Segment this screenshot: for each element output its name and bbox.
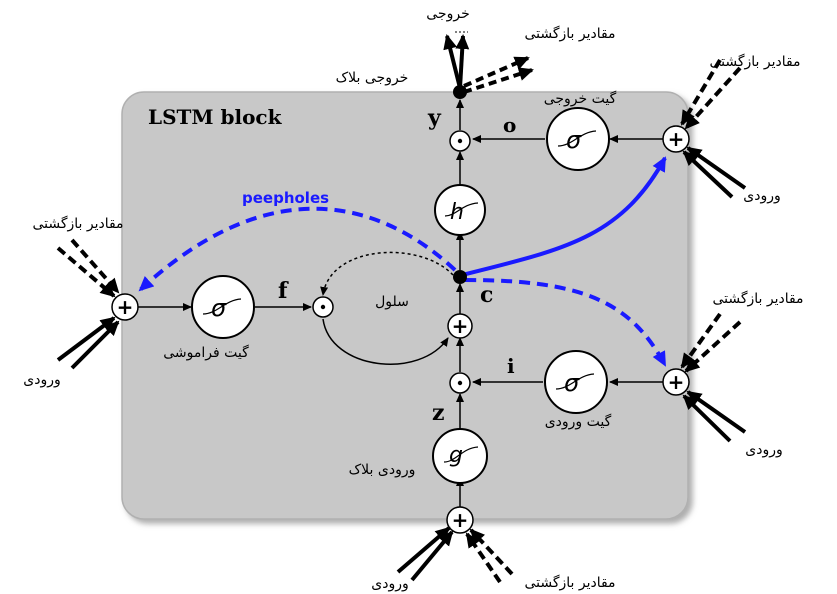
h-symbol: h bbox=[450, 200, 464, 225]
recurrent-left-label: مقادیر بازگشتی bbox=[32, 215, 123, 232]
input-bottom-label: ورودی bbox=[371, 576, 408, 592]
peepholes-label: peepholes bbox=[242, 189, 329, 207]
input-multiply-node bbox=[449, 372, 471, 394]
input-right-mid-label: ورودی bbox=[745, 442, 782, 458]
cell-loop-upper bbox=[320, 251, 454, 296]
recurrent-top-label: مقادیر بازگشتی bbox=[524, 25, 615, 42]
i-label: i bbox=[507, 354, 515, 378]
cell-sum-node: + bbox=[447, 313, 473, 339]
input-gate-label: گیت ورودی bbox=[545, 413, 612, 430]
output-gate-sum-node: + bbox=[662, 125, 690, 153]
recurrent-right-mid-label: مقادیر بازگشتی bbox=[712, 290, 803, 307]
output-gate-node: σ bbox=[546, 107, 610, 171]
cell-state-junction bbox=[453, 270, 467, 284]
block-input-label: ورودی بلاک bbox=[349, 462, 416, 478]
z-label: z bbox=[432, 400, 445, 426]
input-gate-node: σ bbox=[544, 350, 608, 414]
f-label: f bbox=[278, 278, 289, 304]
output-gate-inputs bbox=[680, 58, 747, 199]
forget-gate-sum-node: + bbox=[111, 293, 139, 321]
block-input-sum-node: + bbox=[446, 506, 474, 534]
forget-gate-node: σ bbox=[191, 275, 255, 339]
output-gate-label: گیت خروجی bbox=[544, 90, 617, 107]
g-symbol: g bbox=[449, 443, 463, 468]
o-label: o bbox=[503, 113, 516, 137]
input-left-label: ورودی bbox=[23, 372, 60, 388]
forget-multiply-node bbox=[312, 296, 334, 318]
svg-text:+: + bbox=[452, 508, 469, 532]
output-arrows bbox=[443, 31, 534, 94]
svg-text:+: + bbox=[668, 127, 685, 151]
input-gate-inputs bbox=[680, 312, 747, 443]
svg-text:+: + bbox=[117, 295, 134, 319]
input-right-top-label: ورودی bbox=[743, 188, 780, 204]
y-label: y bbox=[427, 105, 442, 131]
forget-gate-inputs bbox=[56, 238, 120, 370]
recurrent-right-top-label: مقادیر بازگشتی bbox=[709, 53, 800, 70]
output-activation-node: h bbox=[434, 184, 486, 236]
cell-loop-lower bbox=[322, 318, 449, 365]
c-label: c bbox=[480, 282, 493, 308]
svg-text:+: + bbox=[668, 370, 685, 394]
forget-gate-label: گیت فراموشی bbox=[163, 344, 249, 361]
peephole-to-forget-gate bbox=[138, 206, 457, 292]
block-title: LSTM block bbox=[148, 105, 283, 129]
peephole-to-output-gate bbox=[461, 156, 667, 277]
peephole-to-input-gate bbox=[464, 278, 667, 367]
block-input-node: g bbox=[432, 428, 488, 484]
recurrent-bottom-label: مقادیر بازگشتی bbox=[524, 574, 615, 591]
block-output-label: خروجی بلاک bbox=[336, 70, 409, 86]
svg-text:+: + bbox=[452, 314, 469, 338]
input-gate-sum-node: + bbox=[662, 368, 690, 396]
output-junction bbox=[453, 85, 467, 99]
cell-label: سلول bbox=[375, 294, 409, 310]
output-top-label: خروجی bbox=[426, 6, 469, 22]
block-input-inputs bbox=[396, 526, 514, 584]
output-multiply-node bbox=[449, 130, 471, 152]
